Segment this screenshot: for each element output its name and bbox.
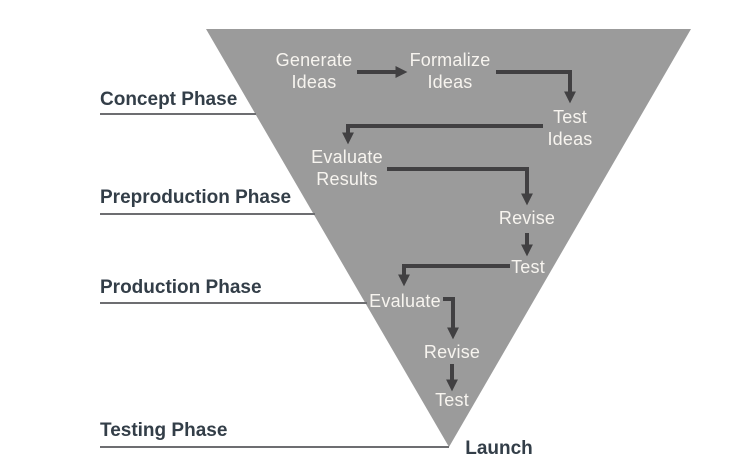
phase-rule-production bbox=[100, 302, 367, 304]
step-generate-ideas: Generate Ideas bbox=[275, 50, 353, 92]
step-revise-1: Revise bbox=[498, 208, 556, 228]
step-evaluate: Evaluate bbox=[369, 291, 441, 311]
step-formalize-ideas: Formalize Ideas bbox=[409, 50, 491, 92]
phase-label-concept: Concept Phase bbox=[100, 89, 238, 110]
inverted-funnel-triangle bbox=[206, 29, 691, 447]
step-test-1: Test bbox=[511, 257, 545, 277]
step-evaluate-results: Evaluate Results bbox=[311, 147, 383, 189]
phase-label-production: Production Phase bbox=[100, 277, 262, 298]
phase-rule-testing bbox=[100, 446, 449, 448]
arrow-formalize-to-test-ideas bbox=[496, 70, 576, 104]
phase-label-preproduction: Preproduction Phase bbox=[100, 187, 292, 208]
phase-rule-concept bbox=[100, 113, 256, 115]
arrow-evaluate-to-revise bbox=[443, 297, 459, 340]
phase-label-testing: Testing Phase bbox=[100, 420, 228, 441]
phase-rule-preproduction bbox=[100, 213, 315, 215]
arrow-test-to-evaluate bbox=[398, 264, 510, 287]
arrow-test-ideas-to-evaluate-results bbox=[342, 124, 543, 145]
launch-label: Launch bbox=[465, 438, 533, 459]
step-revise-2: Revise bbox=[423, 342, 481, 362]
step-test-2: Test bbox=[435, 390, 469, 410]
arrow-evaluate-results-to-revise bbox=[387, 167, 533, 206]
step-test-ideas: Test Ideas bbox=[547, 107, 593, 149]
